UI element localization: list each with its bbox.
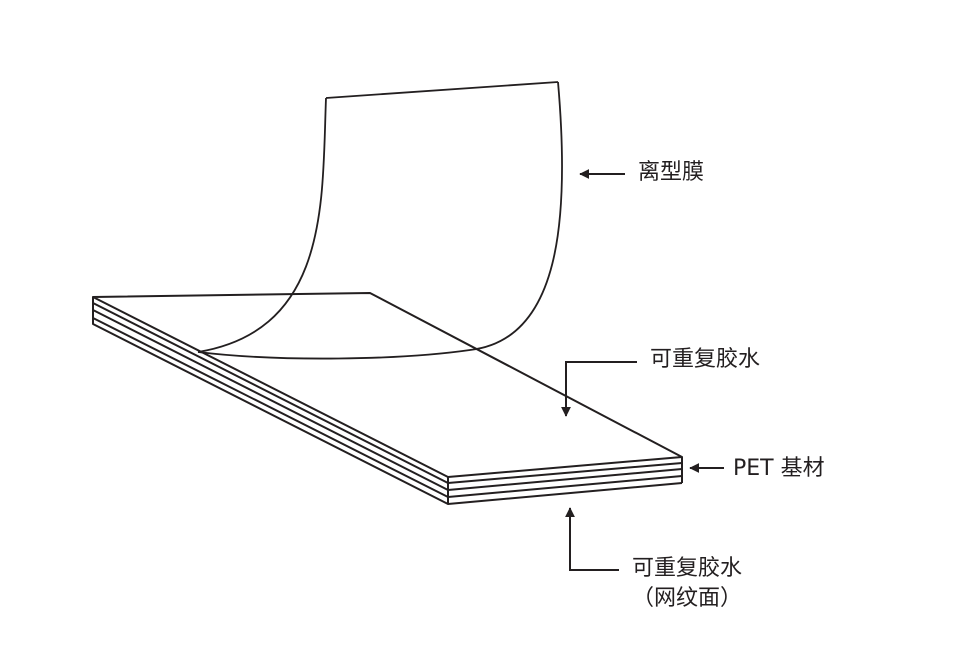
layer-edge-2 xyxy=(92,303,683,491)
label-adhesive-bottom-note: （网纹面） xyxy=(632,586,743,611)
callout-arrows xyxy=(561,169,724,571)
top-surface xyxy=(92,292,683,478)
sheet-stack xyxy=(92,292,683,505)
arrow-adhesive-bottom xyxy=(565,507,619,571)
label-adhesive-bottom: 可重复胶水 xyxy=(632,556,743,581)
layer-edge-4 xyxy=(92,318,683,505)
layer-edge-1 xyxy=(92,297,683,484)
label-pet-substrate: PET 基材 xyxy=(733,456,825,481)
layer-edge-3 xyxy=(92,310,683,498)
label-adhesive-top: 可重复胶水 xyxy=(650,347,761,372)
arrow-adhesive-top xyxy=(561,361,637,417)
label-release-film: 离型膜 xyxy=(638,160,705,185)
release-film-curl xyxy=(197,81,564,360)
